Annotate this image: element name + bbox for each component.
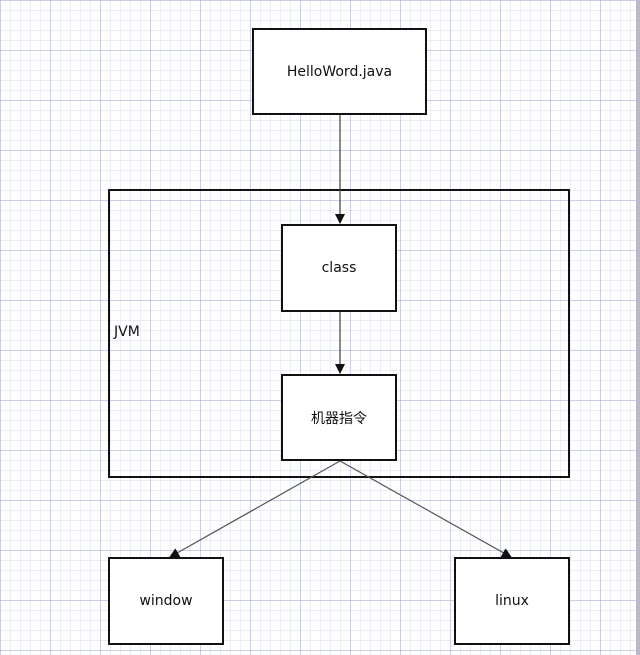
canvas-edge [636,0,640,655]
edge-machine-to-linux [339,460,512,558]
window-label: window [139,593,193,609]
edge-machine-to-window [169,460,341,558]
machine-instruction-node[interactable]: 机器指令 [281,374,397,461]
jvm-container[interactable] [108,189,570,478]
linux-label: linux [495,593,529,609]
source-file-label: HelloWord.java [286,63,393,80]
source-file-node[interactable]: HelloWord.java [252,28,427,115]
machine-instruction-label: 机器指令 [311,410,367,427]
window-node[interactable]: window [108,557,224,645]
jvm-label: JVM [114,324,140,340]
class-label: class [321,260,357,276]
class-node[interactable]: class [281,224,397,312]
linux-node[interactable]: linux [454,557,570,645]
